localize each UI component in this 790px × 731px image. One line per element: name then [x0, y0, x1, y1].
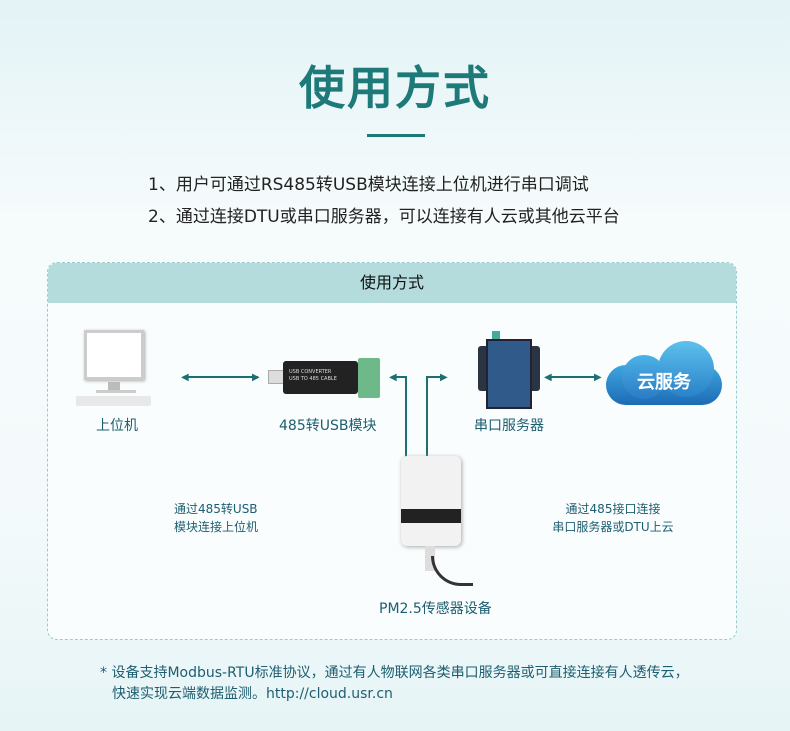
line-segment — [395, 376, 407, 378]
left-note-line-2: 模块连接上位机 — [174, 520, 259, 534]
server-label: 串口服务器 — [474, 418, 544, 434]
arrow-right-icon: ▶ — [252, 372, 260, 383]
module-label: 485转USB模块 — [279, 418, 377, 434]
arrow-left-icon: ◀ — [544, 372, 552, 383]
diagram-panel: 使用方式 上位机 ◀ ▶ USB CONVERTER USB TO 485 CA… — [47, 262, 737, 640]
arrow-server-cloud — [548, 376, 598, 378]
left-note-line-1: 通过485转USB — [174, 502, 258, 516]
arrow-pc-module — [184, 376, 258, 378]
module-text-2: USB TO 485 CABLE — [289, 376, 337, 382]
title-underline — [367, 134, 425, 137]
footnote-line-1: * 设备支持Modbus-RTU标准协议，通过有人物联网各类串口服务器或可直接连… — [100, 665, 689, 681]
intro-line-1: 1、用户可通过RS485转USB模块连接上位机进行串口调试 — [148, 175, 589, 195]
sensor-label: PM2.5传感器设备 — [379, 601, 492, 617]
module-text-1: USB CONVERTER — [289, 369, 332, 375]
arrow-left-icon: ◀ — [389, 372, 397, 383]
sensor-line-left — [405, 376, 407, 458]
right-note-line-1: 通过485接口连接 — [565, 502, 661, 516]
footnote-line-2: 快速实现云端数据监测。http://cloud.usr.cn — [112, 686, 393, 702]
diagram-header: 使用方式 — [48, 263, 736, 303]
sensor-line-right — [426, 376, 428, 458]
serial-server-icon — [478, 331, 540, 413]
cloud-icon: 云服务 — [606, 341, 722, 405]
page-title: 使用方式 — [299, 61, 491, 115]
pm25-sensor-icon — [401, 456, 473, 591]
arrow-right-icon: ▶ — [440, 372, 448, 383]
computer-icon — [76, 330, 186, 410]
right-note: 通过485接口连接 串口服务器或DTU上云 — [538, 500, 688, 536]
line-segment — [426, 376, 444, 378]
intro-line-2: 2、通过连接DTU或串口服务器，可以连接有人云或其他云平台 — [148, 207, 620, 227]
arrow-right-icon: ▶ — [594, 372, 602, 383]
right-note-line-2: 串口服务器或DTU上云 — [552, 520, 674, 534]
footnote: * 设备支持Modbus-RTU标准协议，通过有人物联网各类串口服务器或可直接连… — [100, 663, 689, 705]
usb-module-icon: USB CONVERTER USB TO 485 CABLE — [268, 358, 388, 398]
pc-label: 上位机 — [96, 418, 138, 434]
cloud-label: 云服务 — [637, 372, 691, 393]
arrow-left-icon: ◀ — [181, 372, 189, 383]
left-note: 通过485转USB 模块连接上位机 — [174, 500, 258, 536]
